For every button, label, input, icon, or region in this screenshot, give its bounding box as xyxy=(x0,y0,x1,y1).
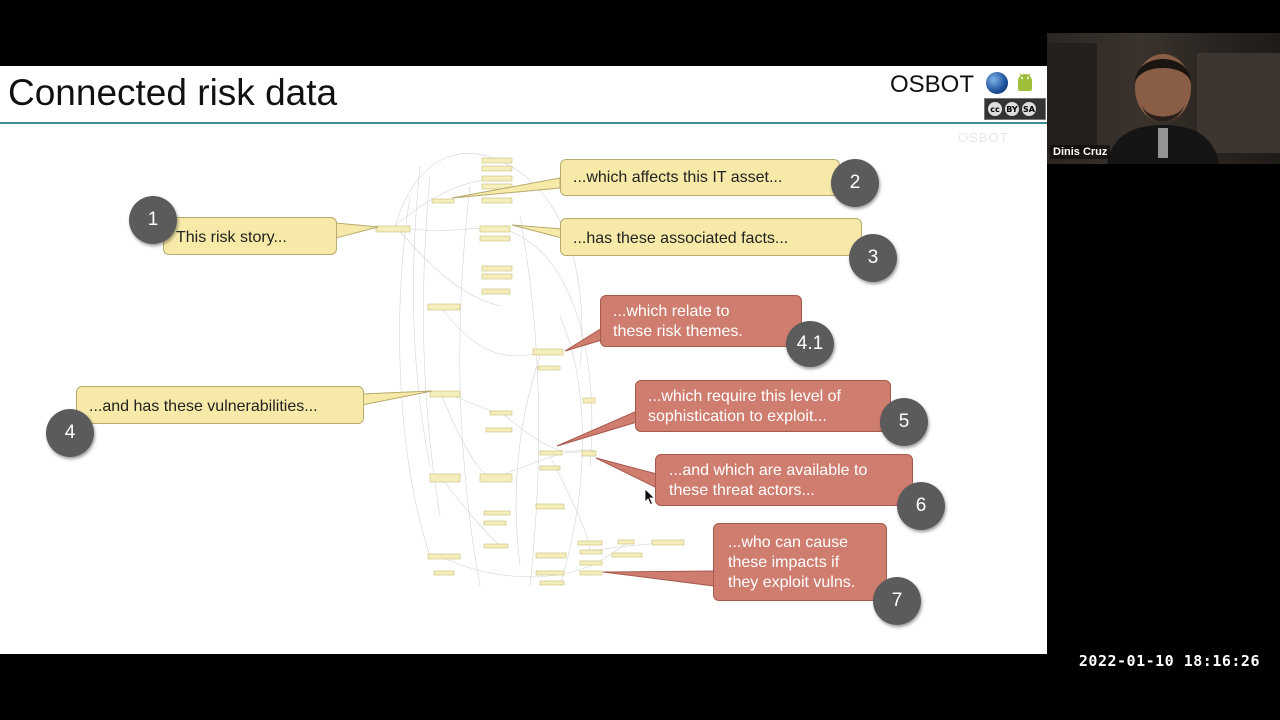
callout-pointer-7 xyxy=(602,570,715,587)
step-badge-5: 5 xyxy=(880,398,928,446)
callout-text-line: ...which require this level of xyxy=(648,388,841,405)
step-badge-7: 7 xyxy=(873,577,921,625)
callout-pointer-4-1 xyxy=(564,327,603,352)
step-badge-3: 3 xyxy=(849,234,897,282)
callout-text: This risk story... xyxy=(176,229,287,246)
faint-watermark-logo: OSBOT xyxy=(958,130,1009,145)
callout-text-line: these impacts if xyxy=(728,554,840,571)
callout-it-asset: ...which affects this IT asset... xyxy=(560,159,840,196)
callout-pointer-6 xyxy=(595,457,658,489)
callout-text-line: these risk themes. xyxy=(613,323,743,340)
callout-vulnerabilities: ...and has these vulnerabilities... xyxy=(76,386,364,424)
callout-pointer-4 xyxy=(361,390,433,406)
risk-graph-diagram xyxy=(335,153,715,587)
step-badge-1: 1 xyxy=(129,196,177,244)
participant-name: Dinis Cruz xyxy=(1050,145,1111,159)
participant-video-icon xyxy=(1047,43,1280,164)
callout-text-line: they exploit vulns. xyxy=(728,574,856,591)
callout-risk-themes: ...which relate to these risk themes. xyxy=(600,295,802,347)
callout-text-line: these threat actors... xyxy=(669,482,815,499)
callout-text-line: ...who can cause xyxy=(728,534,849,551)
callout-text-line: ...and which are available to xyxy=(669,462,868,479)
callout-text-line: sophistication to exploit... xyxy=(648,408,827,425)
slide-title: Connected risk data xyxy=(8,72,338,113)
step-badge-4-1: 4.1 xyxy=(786,321,834,367)
callout-associated-facts: ...has these associated facts... xyxy=(560,218,862,256)
cc-sa-icon: SA xyxy=(1022,102,1036,116)
callout-text: ...which affects this IT asset... xyxy=(573,169,783,186)
callout-pointer-3 xyxy=(511,224,563,239)
android-robot-icon xyxy=(1018,73,1032,91)
callout-pointer-1 xyxy=(335,222,379,239)
graph-nodes xyxy=(375,157,685,586)
callout-text: ...and has these vulnerabilities... xyxy=(89,398,318,415)
osbot-logo-icon xyxy=(986,72,1008,94)
cc-by-icon: BY xyxy=(1005,102,1019,116)
title-divider xyxy=(0,122,1047,124)
cc-icon: cc xyxy=(988,102,1002,116)
callout-sophistication: ...which require this level of sophistic… xyxy=(635,380,891,432)
recording-timestamp: 2022-01-10 18:16:26 xyxy=(1078,652,1260,670)
callout-impacts: ...who can cause these impacts if they e… xyxy=(713,523,887,601)
callout-risk-story: This risk story... xyxy=(163,217,337,255)
mouse-cursor-icon xyxy=(644,488,656,506)
presentation-slide: Connected risk data OSBOT cc BY SA OSBOT xyxy=(0,66,1047,654)
callout-text: ...has these associated facts... xyxy=(573,230,789,247)
step-badge-4: 4 xyxy=(46,409,94,457)
step-badge-6: 6 xyxy=(897,482,945,530)
webcam-video-tile[interactable]: Dinis Cruz xyxy=(1047,33,1280,164)
osbot-brand: OSBOT xyxy=(890,71,975,98)
creative-commons-badge: cc BY SA xyxy=(984,98,1046,120)
callout-pointer-5 xyxy=(556,410,638,447)
step-badge-2: 2 xyxy=(831,159,879,207)
callout-text-line: ...which relate to xyxy=(613,303,730,320)
callout-threat-actors: ...and which are available to these thre… xyxy=(655,454,913,506)
